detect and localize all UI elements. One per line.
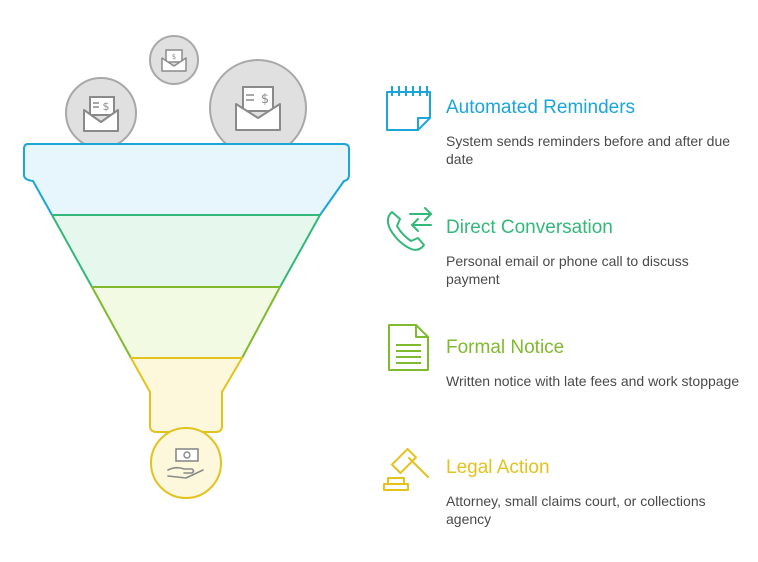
gavel-icon bbox=[383, 447, 429, 491]
stage-description: System sends reminders before and after … bbox=[446, 133, 731, 167]
phone-transfer-icon bbox=[386, 207, 432, 251]
stage-description: Written notice with late fees and work s… bbox=[446, 373, 740, 389]
stage-description: Personal email or phone call to discuss … bbox=[446, 253, 689, 287]
svg-text:$: $ bbox=[261, 92, 269, 107]
stage-description: Attorney, small claims court, or collect… bbox=[446, 493, 706, 527]
stage-title: Automated Reminders bbox=[446, 97, 636, 118]
document-icon bbox=[388, 324, 429, 371]
stage-title: Legal Action bbox=[446, 457, 550, 478]
funnel-stage-3 bbox=[91, 286, 281, 359]
funnel-stage-1 bbox=[23, 143, 350, 216]
invoice-envelope-icon: $ bbox=[65, 77, 137, 149]
funnel-stage-4 bbox=[130, 357, 243, 433]
money-hand-icon bbox=[150, 427, 222, 499]
invoice-envelope-icon: $ bbox=[149, 35, 199, 85]
svg-text:$: $ bbox=[172, 53, 176, 61]
svg-text:$: $ bbox=[103, 100, 110, 113]
funnel-stage-2 bbox=[51, 214, 321, 288]
invoice-envelope-icon: $ bbox=[209, 59, 307, 157]
calendar-icon bbox=[386, 86, 431, 131]
stage-title: Direct Conversation bbox=[446, 217, 613, 238]
stage-title: Formal Notice bbox=[446, 337, 565, 358]
